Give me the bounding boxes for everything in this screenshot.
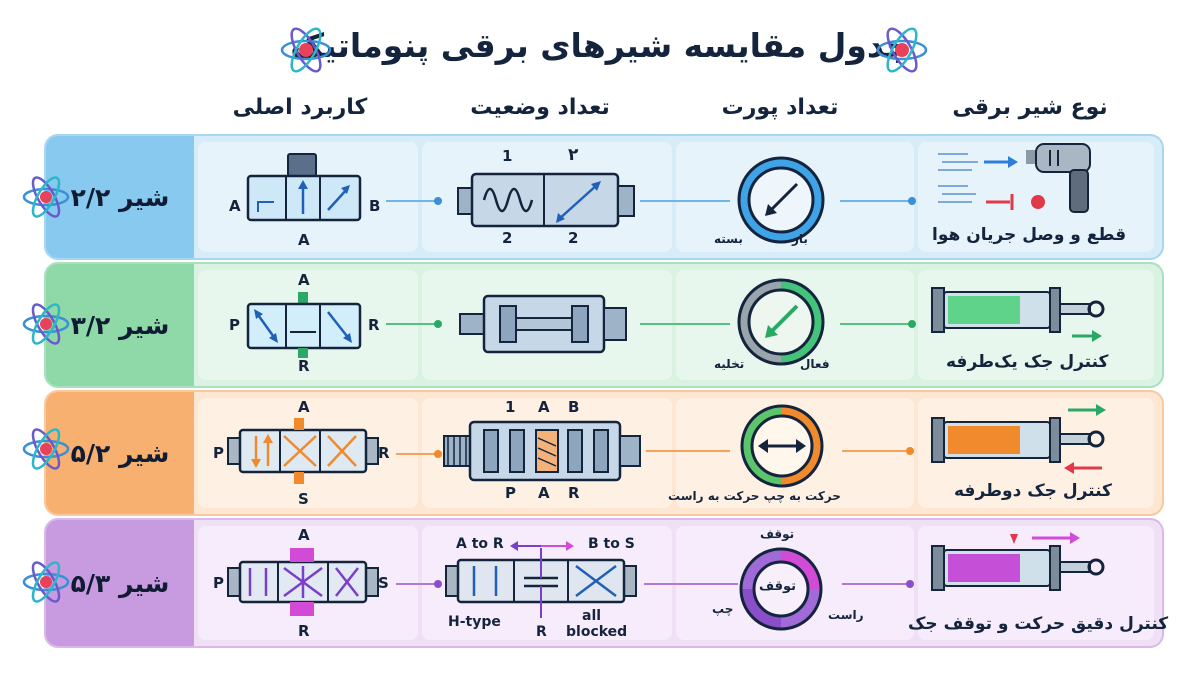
dial-label: حرکت به چپ حرکت به راست	[668, 489, 841, 503]
valve-label: شیر ۵/۳	[46, 520, 194, 646]
connector-line	[640, 200, 730, 202]
port-label: S	[378, 574, 389, 592]
usage-text: قطع و وصل جریان هوا	[932, 225, 1127, 245]
connector-line	[640, 323, 730, 325]
port-label: P	[213, 574, 224, 592]
port-label: A	[298, 271, 310, 289]
valve-symbol-3-2	[246, 292, 362, 358]
connector-line	[842, 447, 914, 455]
connector-line	[386, 320, 442, 328]
connector-line	[396, 580, 442, 588]
connector-line	[840, 320, 916, 328]
position-label: R	[536, 624, 547, 640]
position-label: all	[582, 608, 602, 624]
position-label: ۲	[568, 145, 579, 165]
position-diagram-2-2	[457, 172, 635, 228]
connector-line	[646, 450, 730, 452]
port-label: R	[298, 357, 310, 375]
port-label: R	[298, 622, 310, 640]
precision-cylinder-icon	[931, 532, 1105, 591]
dial-gauge-icon	[737, 278, 825, 366]
dial-gauge-icon	[737, 156, 825, 244]
usage-text: کنترل جک دوطرفه	[954, 481, 1112, 501]
dial-label: بسته	[714, 232, 743, 246]
dial-label: تخلیه	[714, 357, 745, 371]
dial-label: توقف	[759, 579, 797, 594]
air-drill-icon	[938, 143, 1091, 213]
single-acting-cylinder-icon	[931, 287, 1105, 342]
position-label: blocked	[566, 624, 628, 640]
position-label: A	[538, 398, 550, 416]
header-valve-type: نوع شیر برقی	[952, 95, 1108, 120]
connector-line	[840, 197, 916, 205]
port-label: P	[229, 316, 240, 334]
dial-label: راست	[828, 608, 864, 622]
valve-label: شیر ۳/۲	[46, 264, 194, 386]
double-acting-cylinder-icon	[931, 404, 1106, 474]
port-label: S	[298, 490, 309, 508]
position-label: B to S	[588, 536, 635, 552]
port-label: B	[369, 197, 381, 215]
position-label: R	[568, 484, 580, 502]
header-main-usage: کاربرد اصلی	[232, 95, 368, 120]
atom-icon	[876, 27, 928, 73]
usage-text: کنترل جک یک‌طرفه	[946, 352, 1109, 372]
port-label: A	[229, 197, 241, 215]
position-diagram-5-2	[443, 420, 641, 482]
position-diagram-5-3	[445, 541, 637, 618]
valve-symbol-2-2	[246, 153, 362, 222]
position-label: A	[538, 484, 550, 502]
header-position-count: تعداد وضعیت	[470, 95, 610, 120]
dial-label: توقف	[760, 527, 795, 541]
position-diagram-3-2	[459, 294, 627, 354]
valve-label: شیر ۵/۲	[46, 392, 194, 514]
port-label: R	[368, 316, 380, 334]
page-title: جدول مقایسه شیرهای برقی پنوماتیک	[290, 26, 910, 65]
port-label: P	[213, 444, 224, 462]
atom-icon	[22, 176, 70, 218]
position-label: A to R	[456, 536, 504, 552]
position-label: 2	[568, 229, 579, 247]
port-label: A	[298, 526, 310, 544]
connector-line	[396, 450, 442, 458]
connector-line	[644, 583, 738, 585]
atom-icon	[22, 303, 70, 345]
port-label: A	[298, 231, 310, 249]
position-label: B	[568, 398, 580, 416]
valve-symbol-5-2	[227, 418, 379, 484]
position-label: H-type	[448, 614, 501, 630]
valve-symbol-5-3	[227, 548, 379, 616]
position-label: 1	[502, 147, 513, 165]
atom-icon	[22, 561, 70, 603]
valve-label: شیر ۲/۲	[46, 136, 194, 258]
dial-label: باز	[792, 232, 808, 246]
port-label: R	[378, 444, 390, 462]
atom-icon	[22, 428, 70, 470]
dial-label: فعال	[800, 357, 830, 371]
position-label: P	[505, 484, 516, 502]
header-port-count: تعداد پورت	[721, 95, 839, 120]
port-label: A	[298, 398, 310, 416]
position-label: 2	[502, 229, 513, 247]
stop-dial-icon	[739, 547, 823, 631]
atom-icon	[280, 27, 332, 73]
usage-text: کنترل دقیق حرکت و توقف جک	[908, 614, 1169, 634]
direction-dial-icon	[740, 404, 824, 488]
dial-label: چپ	[712, 602, 734, 616]
position-label: 1	[505, 398, 516, 416]
connector-line	[386, 197, 442, 205]
connector-line	[842, 580, 914, 588]
